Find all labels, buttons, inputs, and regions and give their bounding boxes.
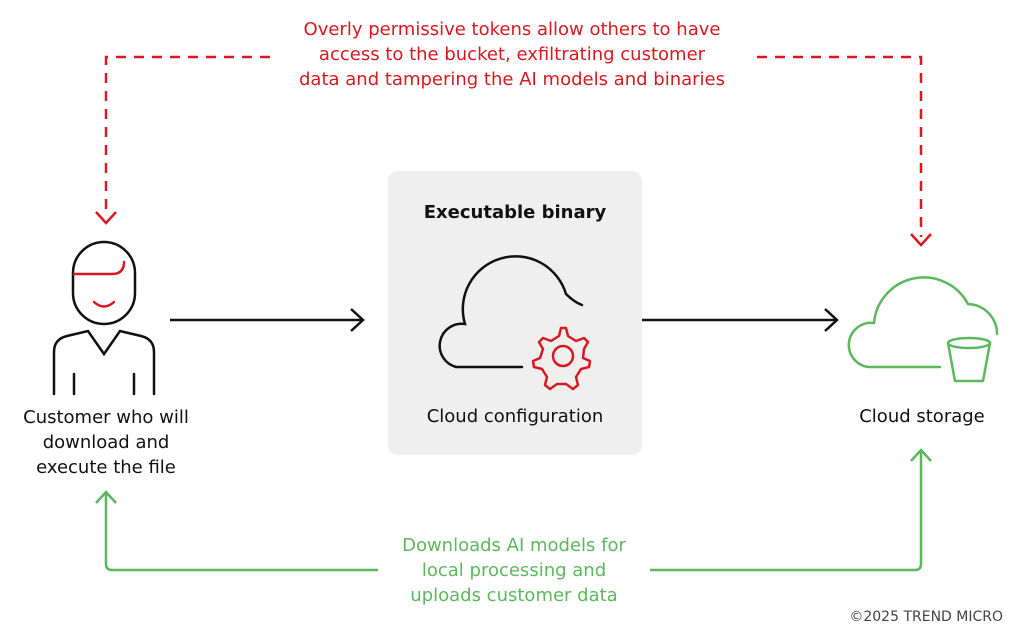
- customer-line-1: Customer who will: [23, 407, 189, 428]
- cloud-bucket-icon: [847, 276, 999, 383]
- black-arrows: [170, 308, 839, 332]
- bottom-flow-label: Downloads AI models for local processing…: [364, 533, 664, 608]
- top-flow-label: Overly permissive tokens allow others to…: [262, 17, 762, 92]
- green-connector: [95, 448, 932, 572]
- top-flow-line-1: Overly permissive tokens allow others to…: [303, 19, 721, 40]
- customer-line-2: download and: [42, 432, 170, 453]
- arrowhead-down-right: [910, 233, 932, 247]
- red-arrowheads: [95, 211, 932, 247]
- bottom-flow-line-3: uploads customer data: [410, 585, 618, 606]
- person-icon: [52, 240, 156, 396]
- arrowhead-up-right: [910, 448, 932, 462]
- copyright-notice: ©2025 TREND MICRO: [849, 609, 1003, 625]
- customer-label: Customer who will download and execute t…: [6, 405, 206, 480]
- executable-binary-title: Executable binary: [423, 202, 607, 223]
- arrowhead-up-left: [95, 490, 117, 504]
- bottom-flow-line-1: Downloads AI models for: [402, 535, 626, 556]
- cloud-storage-label: Cloud storage: [859, 406, 985, 427]
- cloud-gear-icon: [438, 255, 592, 391]
- top-flow-line-3: data and tampering the AI models and bin…: [299, 69, 725, 90]
- executable-binary-panel: [388, 171, 642, 455]
- red-dashed-connector: [104, 55, 923, 237]
- bottom-flow-line-2: local processing and: [421, 560, 607, 581]
- arrowhead-down-left: [95, 211, 117, 225]
- customer-line-3: execute the file: [36, 457, 176, 478]
- cloud-configuration-label: Cloud configuration: [426, 406, 604, 427]
- top-flow-line-2: access to the bucket, exfiltrating custo…: [318, 44, 706, 65]
